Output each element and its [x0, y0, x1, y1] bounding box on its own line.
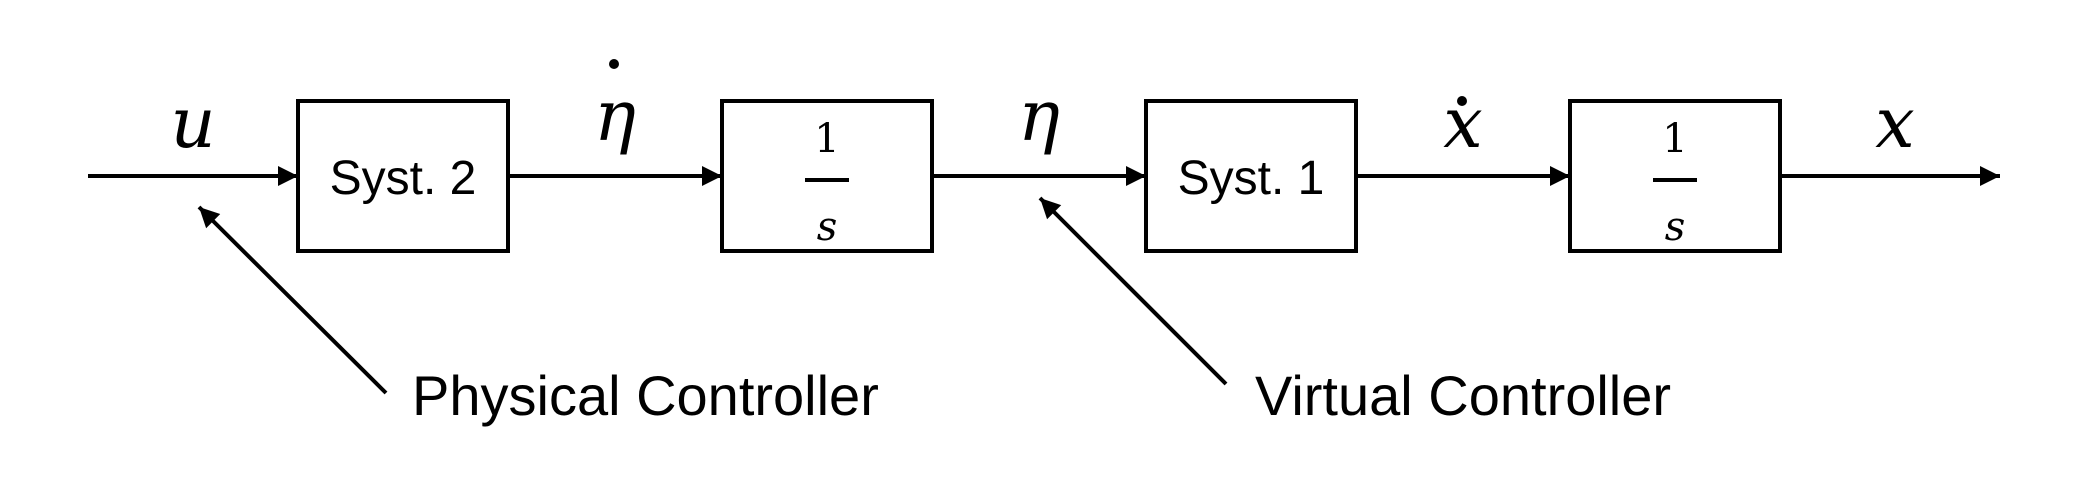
syst2-block	[296, 99, 510, 253]
syst2-label: Syst. 2	[330, 152, 477, 205]
syst1-label: Syst. 1	[1178, 152, 1325, 205]
integrator2-numerator: 1	[1662, 116, 1687, 162]
eta-dot-derivative-dot	[609, 59, 619, 69]
signal-label-eta-dot: η	[594, 75, 636, 157]
integrator1-numerator: 1	[814, 116, 839, 162]
integrator2-denominator: s	[1665, 204, 1686, 250]
physical-controller-pointer	[197, 205, 388, 395]
virtual-controller-pointer	[1038, 196, 1228, 386]
syst1-block	[1144, 99, 1358, 253]
integrator1-denominator: s	[817, 204, 838, 250]
signal-label-eta: η	[1018, 75, 1060, 157]
virtual-controller-label: Virtual Controller	[1255, 364, 1671, 427]
x-dot-derivative-dot	[1457, 96, 1467, 106]
integrator2-block	[1568, 99, 1782, 253]
signal-label-x: x	[1875, 82, 1914, 164]
signal-label-x-dot: x	[1443, 82, 1482, 164]
physical-controller-label: Physical Controller	[412, 364, 879, 427]
integrator1-block	[720, 99, 934, 253]
signal-label-u: u	[170, 82, 215, 164]
